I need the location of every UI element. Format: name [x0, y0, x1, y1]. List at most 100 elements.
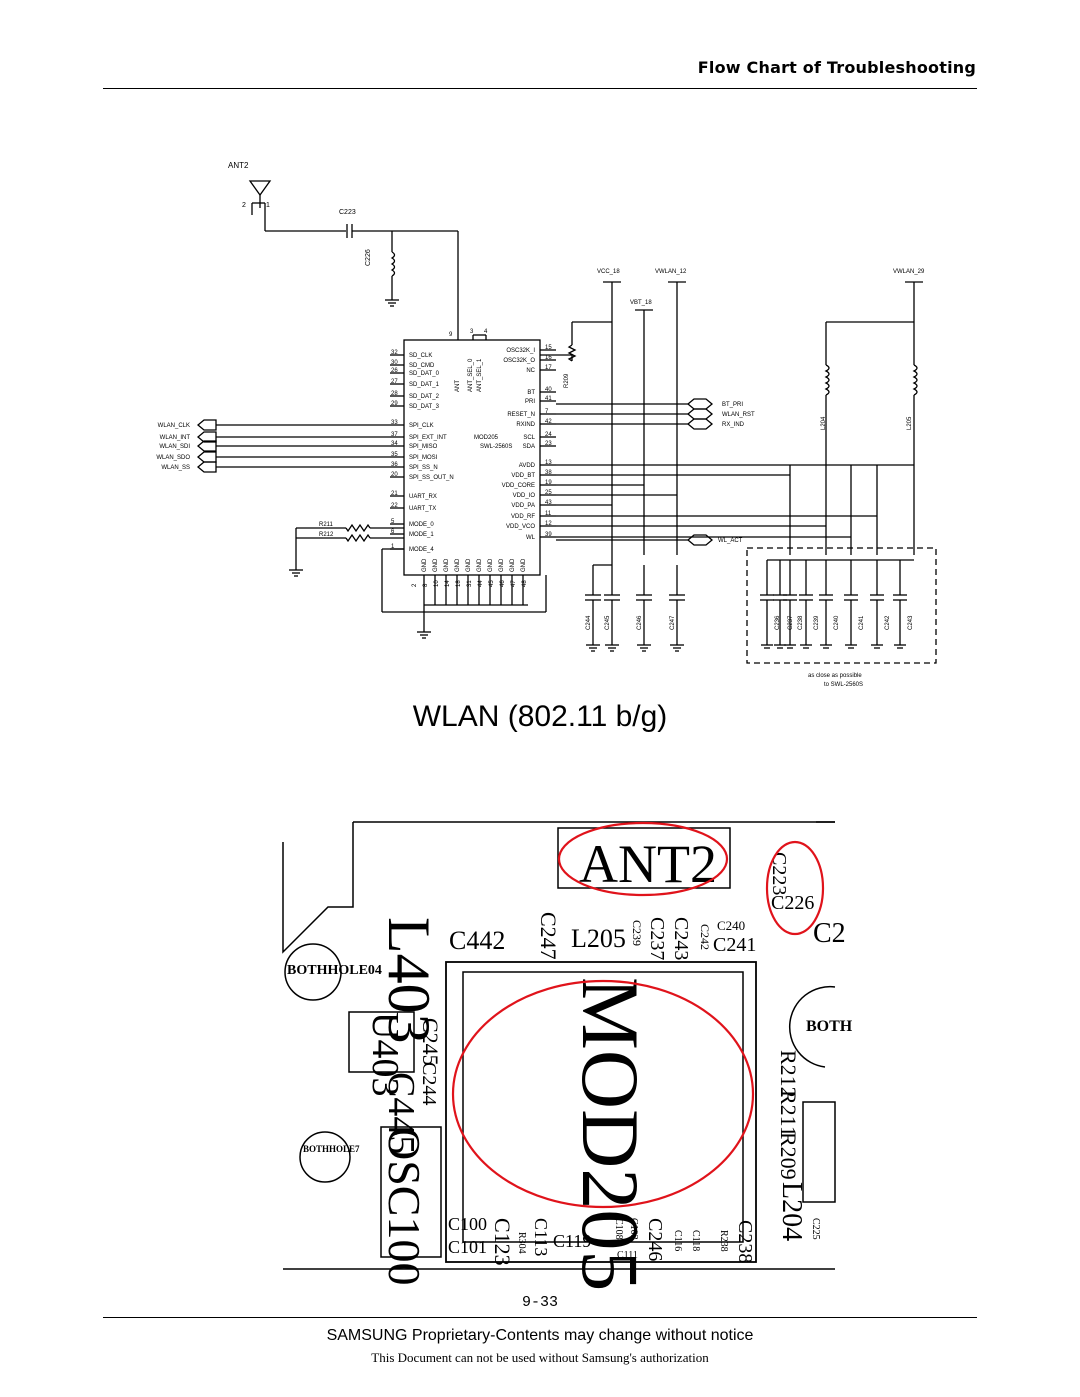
cap-label: C237 — [788, 615, 794, 630]
top-signal-ant-sel-0: ANT_SEL_0 — [468, 358, 474, 392]
wlan-schematic: ANT2 2 1 C223 C226 9 3 4 ANT ANT_SEL_0 A… — [156, 161, 937, 688]
pcb-mod205: MOD205 — [565, 977, 656, 1291]
gnd-pin-label: GND — [466, 558, 472, 572]
right-pin-number: 24 — [545, 432, 552, 438]
cap-label: C242 — [885, 615, 891, 630]
gnd-pin-label: GND — [477, 558, 483, 572]
pcb-c101: C101 — [448, 1237, 487, 1257]
l205-label: L205 — [907, 416, 913, 430]
left-pin-signal: SD_CMD — [409, 363, 435, 369]
top-pin-9: 9 — [449, 332, 453, 338]
right-pin-signal: VDD_PA — [511, 503, 535, 509]
gnd-pin-number: 10 — [434, 580, 440, 587]
wl-act-flag — [686, 534, 714, 546]
chip-right-pins: 15OSC32K_I16OSC32K_O17NC40BT41PRI7RESET_… — [502, 345, 556, 541]
cap-label: C239 — [814, 615, 820, 630]
gnd-pin-label: GND — [499, 558, 505, 572]
rail-vwlan12: VWLAN_12 — [655, 269, 687, 275]
right-pin-signal: VDD_IO — [513, 493, 536, 499]
left-pin-number: 29 — [391, 401, 398, 407]
right-pin-signal: VDD_RF — [511, 514, 535, 520]
right-pin-signal: VDD_BT — [511, 473, 535, 479]
cap-label: C238 — [798, 615, 804, 630]
cap-label: C245 — [605, 615, 611, 630]
pcb-c244: C244 — [418, 1062, 440, 1105]
gnd-pin-label: GND — [433, 558, 439, 572]
rail-vbt18: VBT_18 — [630, 300, 652, 306]
left-pin-number: 5 — [391, 519, 395, 525]
left-pin-signal: SPI_SS_N — [409, 465, 438, 471]
pcb-c118: C118 — [690, 1230, 701, 1251]
right-port-label: RX_IND — [722, 422, 745, 428]
footer-line2: This Document can not be used without Sa… — [371, 1350, 709, 1365]
right-port-label: BT_PRI — [722, 402, 743, 408]
pcb-r304: R304 — [516, 1232, 527, 1254]
right-pin-number: 42 — [545, 419, 552, 425]
page-number: 9-33 — [521, 1294, 558, 1311]
left-pin-signal: SD_DAT_0 — [409, 371, 440, 377]
left-port-label: WLAN_SS — [161, 465, 190, 471]
footer-rule — [103, 1317, 977, 1318]
cap-label: C240 — [834, 615, 840, 630]
cap-label: C244 — [586, 615, 592, 630]
pcb-ant2: ANT2 — [579, 834, 717, 894]
left-port-flag — [196, 451, 217, 463]
figure-caption: WLAN (802.11 b/g) — [412, 700, 668, 733]
pcb-c103: C103 — [628, 1218, 639, 1240]
pcb-c223: C223 — [768, 852, 790, 895]
right-pin-number: 11 — [545, 511, 552, 517]
pcb-c119: C119 — [553, 1231, 591, 1251]
footer-line1: SAMSUNG Proprietary-Contents may change … — [326, 1327, 754, 1344]
left-pin-number: 6 — [391, 529, 395, 535]
pcb-r238: R238 — [718, 1230, 729, 1252]
gnd-pin-label: GND — [444, 558, 450, 572]
cap-label: C236 — [775, 615, 781, 630]
pcb-c116: C116 — [672, 1230, 683, 1251]
gnd-pin-number: 44 — [478, 580, 484, 587]
right-pin-number: 39 — [545, 532, 552, 538]
right-pin-signal: BT — [527, 390, 535, 396]
right-pin-number: 13 — [545, 460, 552, 466]
right-port-flag — [686, 418, 714, 430]
gnd-pin-number: 31 — [467, 580, 473, 587]
gnd-pin-number: 45 — [489, 580, 495, 587]
pcb-bothhole7: BOTHHOLE7 — [303, 1144, 360, 1154]
pcb-c237: C237 — [646, 917, 668, 960]
pcb-c245: C245 — [418, 1018, 443, 1066]
cap-label: C241 — [859, 615, 865, 630]
pcb-c100: C100 — [448, 1214, 487, 1234]
gnd-pin-number: 48 — [522, 580, 528, 587]
right-pin-signal: VDD_CORE — [502, 483, 535, 489]
pcb-c240: C240 — [717, 918, 745, 933]
left-pin-number: 35 — [391, 452, 398, 458]
left-pin-number: 20 — [391, 472, 398, 478]
header-rule — [103, 88, 977, 89]
highlight-c223-c226 — [765, 840, 825, 936]
highlight-ant2 — [557, 821, 729, 897]
note-line2: to SWL-2560S — [824, 682, 863, 688]
left-port-label: WLAN_SDO — [156, 455, 190, 461]
left-pin-number: 33 — [391, 420, 398, 426]
left-pin-signal: SPI_MOSI — [409, 455, 438, 461]
left-pin-signal: SD_DAT_2 — [409, 394, 440, 400]
antenna-pin-1: 1 — [266, 202, 270, 209]
top-signal-ant-sel-1: ANT_SEL_1 — [477, 358, 483, 392]
right-pin-signal: NC — [526, 368, 535, 374]
left-pin-number: 1 — [391, 544, 395, 550]
top-pin-4: 4 — [484, 329, 488, 335]
chip-part-label: SWL-2560S — [480, 444, 512, 450]
left-pin-signal: SPI_CLK — [409, 423, 434, 429]
left-pin-number: 36 — [391, 462, 398, 468]
antenna-label: ANT2 — [228, 161, 249, 170]
gnd-pin-number: 2 — [412, 583, 418, 587]
page-header-title: Flow Chart of Troubleshooting — [697, 58, 976, 77]
left-port-label: WLAN_SDI — [159, 444, 190, 450]
pcb-c241: C241 — [713, 934, 756, 956]
pcb-c226: C226 — [771, 892, 814, 914]
rail-vcc18: VCC_18 — [597, 269, 620, 275]
right-pin-signal: RXIND — [516, 422, 535, 428]
left-pin-signal: MODE_4 — [409, 547, 434, 553]
cap-label: C247 — [670, 615, 676, 630]
